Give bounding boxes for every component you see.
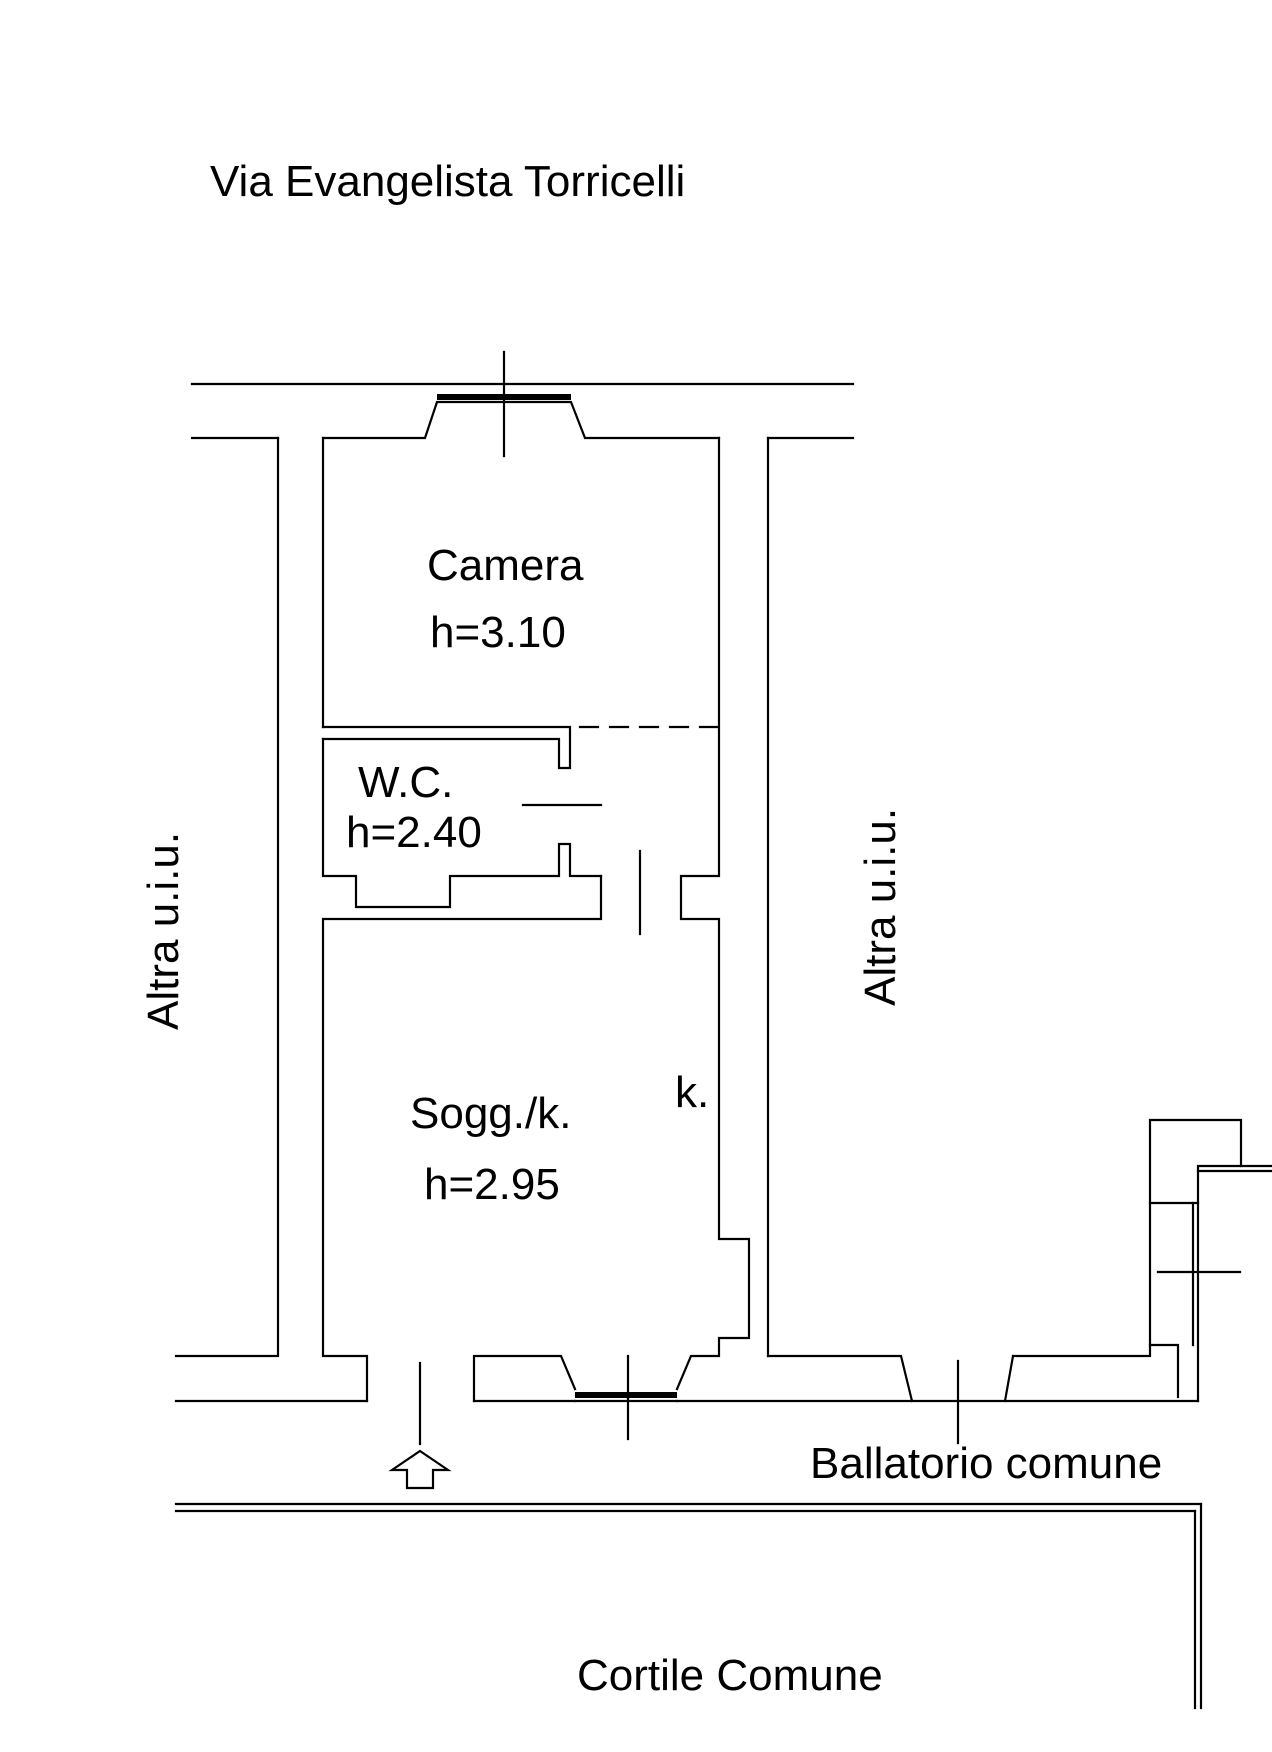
street-label: Via Evangelista Torricelli <box>210 157 685 206</box>
bottom-wall <box>174 1354 1200 1446</box>
wc-height: h=2.40 <box>346 808 482 857</box>
camera-label: Camera <box>427 541 584 590</box>
soggiorno-height: h=2.95 <box>424 1160 560 1209</box>
top-wall <box>190 382 855 440</box>
kitchen-mark: k. <box>675 1068 709 1117</box>
wc-label: W.C. <box>358 758 453 807</box>
cortile-label: Cortile Comune <box>577 1651 883 1700</box>
right-neighbor-corner <box>956 1118 1272 1445</box>
ballatorio-label: Ballatorio comune <box>810 1439 1162 1488</box>
camera-wc-wall <box>321 725 732 770</box>
entrance-arrow-icon <box>388 1449 452 1490</box>
right-inner-wall <box>675 436 914 1403</box>
wc-enclosure <box>321 737 603 1403</box>
courtyard-wall <box>174 1502 1203 1710</box>
top-window <box>437 350 571 458</box>
left-neighbor-label: Altra u.i.u. <box>139 832 188 1030</box>
right-neighbor-label: Altra u.i.u. <box>856 808 905 1006</box>
soggiorno-label: Sogg./k. <box>410 1089 571 1138</box>
left-party-wall <box>174 436 325 1358</box>
camera-height: h=3.10 <box>430 608 566 657</box>
